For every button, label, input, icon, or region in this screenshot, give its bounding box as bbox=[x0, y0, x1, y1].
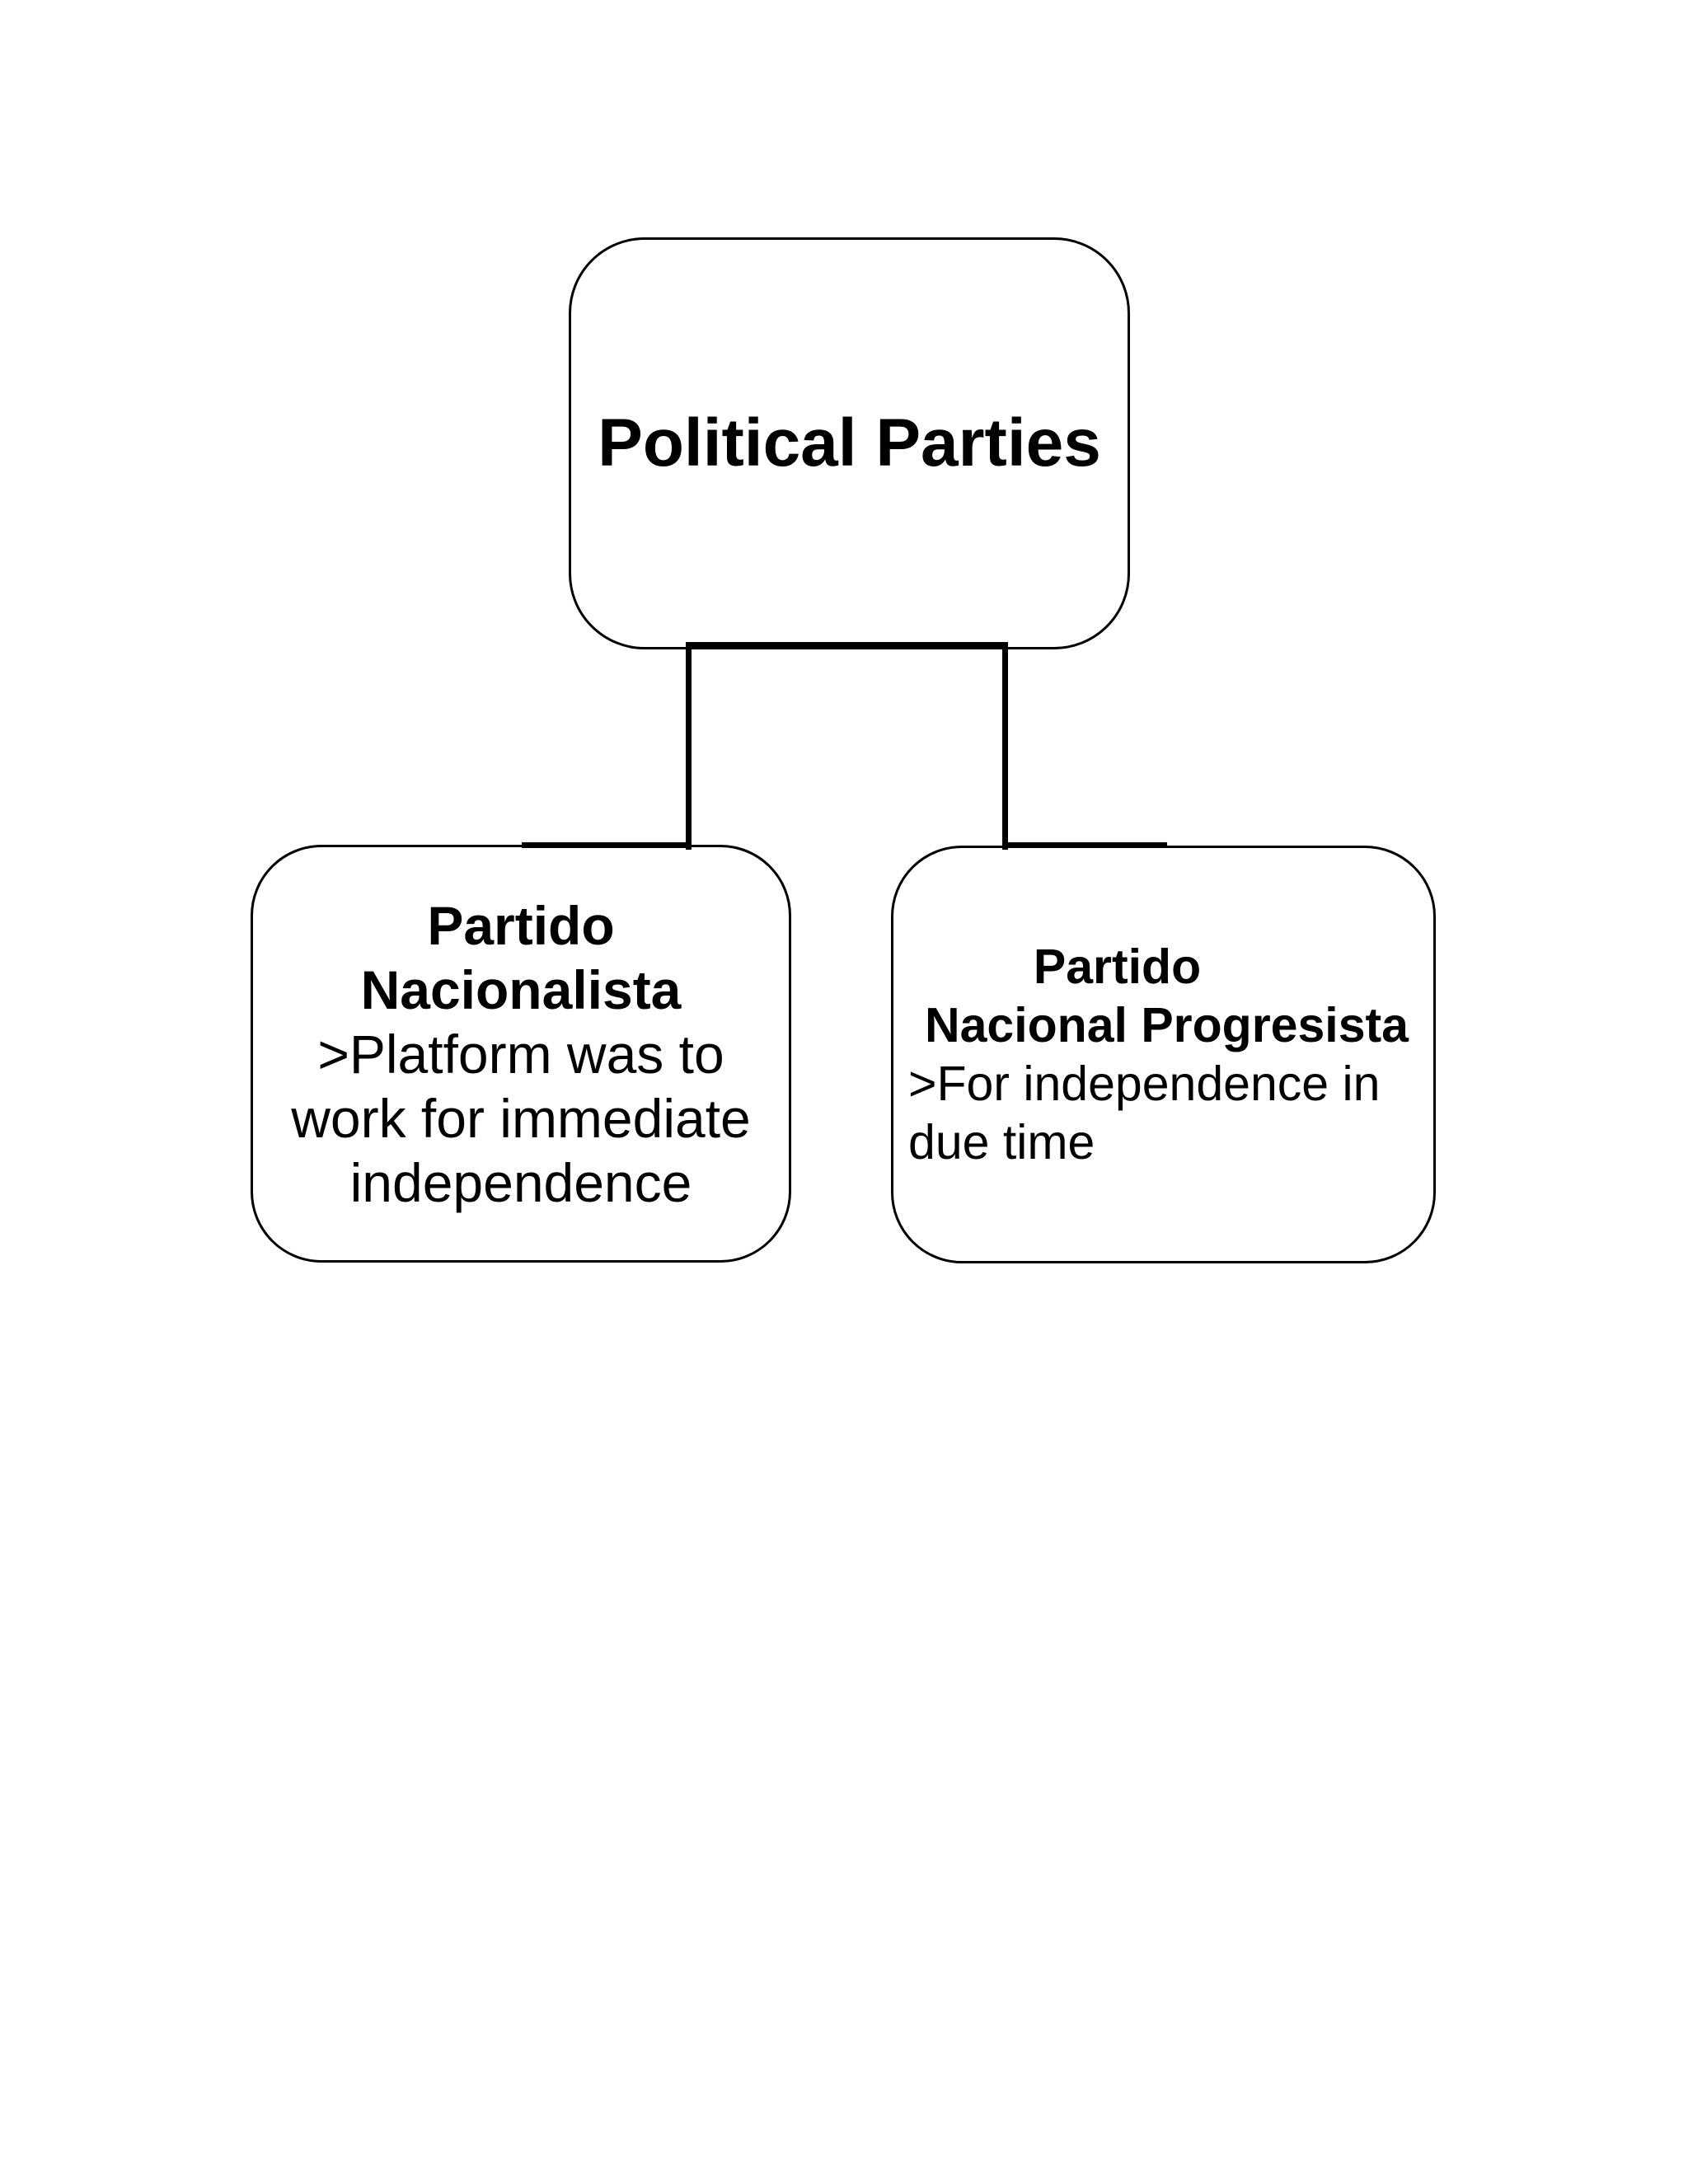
node-political-parties-title: Political Parties bbox=[598, 405, 1101, 480]
node-title-line: Partido bbox=[1033, 939, 1202, 994]
node-body-line: independence bbox=[349, 1151, 692, 1213]
node-title-line: Nacional Progresista bbox=[925, 997, 1409, 1052]
node-partido-nacionalista: Partido Nacionalista >Platform was to wo… bbox=[251, 845, 791, 1263]
node-title-line: Nacionalista bbox=[360, 958, 682, 1020]
connector-right-vertical bbox=[1002, 642, 1008, 850]
node-body-line: >For independence in bbox=[908, 1056, 1381, 1111]
node-partido-nacional-progresista: Partido Nacional Progresista >For indepe… bbox=[891, 846, 1436, 1263]
node-body-line: work for immediate bbox=[291, 1087, 751, 1149]
connector-left-vertical bbox=[686, 642, 692, 850]
connector-top-horizontal bbox=[686, 642, 1008, 648]
node-body-line: due time bbox=[908, 1114, 1095, 1169]
connector-right-bottom-horizontal bbox=[1002, 842, 1167, 848]
connector-left-bottom-horizontal bbox=[522, 842, 692, 848]
node-political-parties: Political Parties bbox=[569, 237, 1130, 649]
node-title-line: Partido bbox=[427, 894, 615, 956]
node-body-line: >Platform was to bbox=[317, 1023, 724, 1085]
